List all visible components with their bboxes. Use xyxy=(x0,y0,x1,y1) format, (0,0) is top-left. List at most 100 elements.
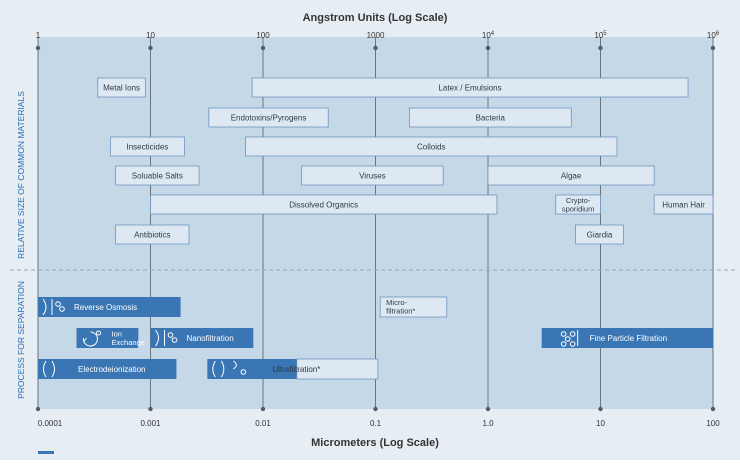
material-box-rect xyxy=(115,165,200,186)
icon-circle xyxy=(560,341,567,347)
tick-dot xyxy=(148,45,153,51)
top-tick-exponent: 5 xyxy=(603,31,607,37)
bottom-tick-label: 100 xyxy=(706,419,720,428)
material-label: Dissolved Organics xyxy=(289,201,358,210)
icon-arc xyxy=(220,360,225,378)
bottom-tick-label: 1.0 xyxy=(482,419,494,428)
material-label: Human Hair xyxy=(662,201,705,210)
bottom-tick-label: 10 xyxy=(596,419,605,428)
material-box-rect xyxy=(97,77,146,98)
materials-layer: Metal Ions Latex / EmulsionsEndotoxins/Py… xyxy=(97,77,714,245)
icon-circle xyxy=(569,341,576,347)
material-box: Endotoxins/Pyrogens xyxy=(208,107,329,128)
material-box: Algae xyxy=(487,165,655,186)
material-label: Endotoxins/Pyrogens xyxy=(231,114,307,123)
material-box-rect xyxy=(208,107,329,128)
material-box: Viruses xyxy=(301,165,444,186)
process-box: Fine Particle Filtration xyxy=(541,328,713,348)
bottom-axis-title: Micrometers (Log Scale) xyxy=(311,437,439,449)
process-box: Ultrafiltration* xyxy=(207,358,379,380)
tick-dot xyxy=(148,406,153,412)
tick-dot xyxy=(598,406,603,412)
material-label: Colloids xyxy=(417,143,445,152)
process-label: Reverse Osmosis xyxy=(74,303,137,312)
process-label: Micro- xyxy=(386,298,407,307)
material-box-rect xyxy=(115,224,190,245)
tick-dot xyxy=(373,45,378,51)
top-tick-label: 1 xyxy=(36,31,41,40)
top-tick-label: 106 xyxy=(707,31,720,40)
material-label: Soluable Salts xyxy=(132,172,183,181)
tick-dot xyxy=(35,406,41,412)
material-box: Latex / Emulsions xyxy=(251,77,689,98)
material-box-rect xyxy=(301,165,444,186)
tick-dot xyxy=(260,45,266,51)
material-box-rect xyxy=(251,77,689,98)
material-box-rect xyxy=(109,136,185,157)
icon-circle xyxy=(171,337,178,343)
icon-arc xyxy=(233,360,237,370)
material-label: Viruses xyxy=(359,172,386,181)
material-box-rect xyxy=(575,224,624,245)
section-label-process: PROCESS FOR SEPARATION xyxy=(16,281,26,399)
process-label: Electrodeionization xyxy=(78,365,146,374)
material-box: Bacteria xyxy=(408,107,572,128)
process-box-rect xyxy=(150,328,254,348)
material-box-rect xyxy=(555,194,601,215)
process-label: Ultrafiltration* xyxy=(272,365,320,374)
material-label: Bacteria xyxy=(476,114,506,123)
tick-dot xyxy=(485,406,491,412)
icon-circle xyxy=(59,306,65,312)
process-box-rect xyxy=(76,328,139,348)
material-box-rect xyxy=(150,194,498,215)
bottom-axis: 0.0001 0.001 0.01 0.1 1.0 10 100 xyxy=(38,419,720,428)
tick-dot xyxy=(710,406,716,412)
material-box-rect xyxy=(408,107,572,128)
process-box: Micro-filtration* xyxy=(379,296,448,318)
process-box-rect xyxy=(38,359,177,379)
process-box-rect xyxy=(38,297,181,317)
material-label: Insecticides xyxy=(126,143,168,152)
legend-swatch xyxy=(38,451,54,454)
material-box: Metal Ions xyxy=(97,77,146,98)
bottom-tick-label: 0.01 xyxy=(255,419,271,428)
tick-dot xyxy=(35,45,41,51)
bottom-tick-label: 0.0001 xyxy=(38,419,63,428)
bottom-tick-label: 0.1 xyxy=(370,419,382,428)
material-box: Giardia xyxy=(575,224,624,245)
icon-arc xyxy=(155,329,159,347)
top-tick-label: 10 xyxy=(146,31,155,40)
icon-circle xyxy=(167,332,174,338)
section-label-materials: RELATIVE SIZE OF COMMON MATERIALS xyxy=(16,91,26,259)
tick-dot xyxy=(373,406,378,412)
icon-arc xyxy=(42,298,47,316)
icon-circle xyxy=(564,336,571,342)
material-box: Soluable Salts xyxy=(115,165,200,186)
bottom-tick-label: 0.001 xyxy=(140,419,161,428)
top-tick-label: 105 xyxy=(594,31,607,40)
process-box-rect-light xyxy=(296,358,379,380)
icon-arc xyxy=(51,360,55,378)
icon-arc xyxy=(212,360,216,378)
icon-circle xyxy=(240,369,247,375)
process-label: Exchange xyxy=(112,338,145,347)
dual-circles-icon xyxy=(155,329,178,347)
tick-dot xyxy=(710,45,716,51)
icon-circle xyxy=(569,331,576,337)
icon-circle xyxy=(55,301,61,307)
material-label: Crypto- xyxy=(566,196,591,205)
process-label: Fine Particle Filtration xyxy=(590,334,667,343)
process-box: Nanofiltration xyxy=(150,328,254,348)
material-box-rect xyxy=(653,194,714,215)
top-tick-label: 1000 xyxy=(367,31,385,40)
top-tick-label: 100 xyxy=(256,31,270,40)
material-box: Colloids xyxy=(245,136,618,157)
process-box-rect xyxy=(207,359,297,379)
bubbles-icon xyxy=(560,330,579,347)
material-label: Antibiotics xyxy=(134,231,170,240)
process-label: Ion xyxy=(112,330,122,339)
material-label: sporidium xyxy=(562,205,595,214)
